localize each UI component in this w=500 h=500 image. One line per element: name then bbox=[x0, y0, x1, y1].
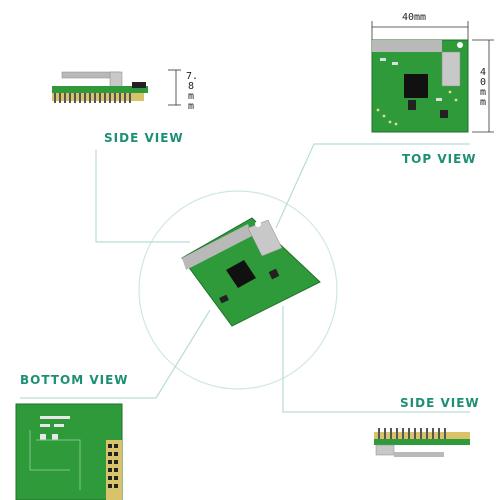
dimension-height-line bbox=[472, 39, 494, 133]
connector-side-view-top bbox=[95, 150, 190, 243]
dimension-thickness-text: 7.8mm bbox=[186, 71, 199, 112]
side-view-label-top: SIDE VIEW bbox=[104, 131, 184, 145]
rf-module-side-view-1 bbox=[52, 71, 148, 103]
dimension-width-line bbox=[371, 21, 469, 40]
dimension-thickness-line bbox=[168, 69, 181, 106]
highlight-circle bbox=[138, 190, 338, 390]
dimension-width-text: 40mm bbox=[402, 12, 427, 23]
side-view-label-bottom: SIDE VIEW bbox=[400, 396, 480, 410]
connector-side-view-bottom bbox=[282, 306, 470, 413]
bottom-view-label: BOTTOM VIEW bbox=[20, 373, 129, 387]
connector-top-view bbox=[275, 143, 470, 229]
rf-module-bottom-view bbox=[15, 403, 123, 500]
rf-module-top-view bbox=[371, 39, 469, 133]
top-view-label: TOP VIEW bbox=[402, 152, 477, 166]
dimension-height-text: 40mm bbox=[479, 67, 487, 108]
connector-bottom-view bbox=[20, 309, 211, 399]
rf-module-side-view-2 bbox=[374, 428, 470, 457]
rf-module-main-image bbox=[181, 217, 321, 327]
